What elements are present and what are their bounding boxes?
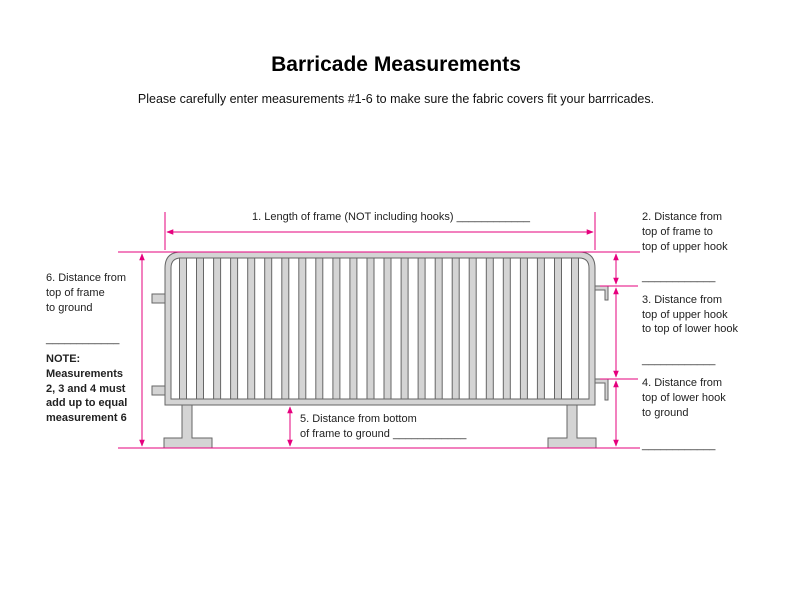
vertical-bar bbox=[179, 257, 187, 400]
svg-text:top of frame: top of frame bbox=[46, 287, 105, 299]
svg-text:to ground: to ground bbox=[46, 302, 92, 314]
svg-text:Measurements: Measurements bbox=[46, 368, 123, 380]
svg-text:measurement 6: measurement 6 bbox=[46, 412, 127, 424]
svg-text:top of frame to: top of frame to bbox=[642, 226, 713, 238]
vertical-bar bbox=[281, 257, 290, 400]
svg-text:2, 3 and 4 must: 2, 3 and 4 must bbox=[46, 383, 126, 395]
vertical-bar bbox=[400, 257, 409, 400]
svg-text:to top of lower hook: to top of lower hook bbox=[642, 323, 739, 335]
page-title: Barricade Measurements bbox=[271, 53, 521, 76]
left-foot bbox=[163, 404, 213, 449]
label-m3: 3. Distance from top of upper hook to to… bbox=[641, 294, 739, 366]
vertical-bar bbox=[519, 257, 528, 400]
vertical-bar bbox=[298, 257, 307, 400]
vertical-bar bbox=[434, 257, 443, 400]
svg-text:top of lower hook: top of lower hook bbox=[642, 392, 726, 404]
svg-text:4. Distance from: 4. Distance from bbox=[642, 377, 722, 389]
blank-m3[interactable]: ____________ bbox=[641, 354, 716, 366]
svg-text:top of upper hook: top of upper hook bbox=[642, 309, 728, 321]
note: NOTE: Measurements 2, 3 and 4 must add u… bbox=[46, 353, 127, 424]
vertical-bar bbox=[213, 257, 222, 400]
vertical-bar bbox=[417, 257, 426, 400]
frame bbox=[164, 251, 596, 406]
label-m1: 1. Length of frame (NOT including hooks)… bbox=[252, 211, 531, 223]
svg-text:3. Distance from: 3. Distance from bbox=[642, 294, 722, 306]
vertical-bar bbox=[554, 257, 562, 400]
vertical-bar bbox=[332, 257, 341, 400]
svg-text:to ground: to ground bbox=[642, 407, 688, 419]
vertical-bar bbox=[485, 257, 494, 400]
dimension-lines bbox=[118, 212, 640, 449]
svg-text:NOTE:: NOTE: bbox=[46, 353, 80, 365]
vertical-bar bbox=[468, 257, 477, 400]
blank-m4[interactable]: ____________ bbox=[641, 439, 716, 451]
vertical-bar bbox=[230, 257, 239, 400]
vertical-bar bbox=[536, 257, 545, 400]
svg-text:add up to equal: add up to equal bbox=[46, 397, 127, 409]
instructions: Please carefully enter measurements #1-6… bbox=[137, 92, 655, 106]
vertical-bar bbox=[383, 257, 392, 400]
vertical-bar bbox=[264, 257, 273, 400]
vertical-bar bbox=[571, 257, 579, 400]
label-m6: 6. Distance from top of frame to ground … bbox=[45, 272, 126, 345]
vertical-bars bbox=[179, 257, 579, 400]
vertical-bar bbox=[502, 257, 511, 400]
svg-text:5. Distance from bottom: 5. Distance from bottom bbox=[300, 413, 417, 425]
right-foot bbox=[547, 404, 597, 449]
svg-text:of frame to ground __________: of frame to ground ____________ bbox=[300, 428, 467, 440]
label-m2: 2. Distance from top of frame to top of … bbox=[641, 211, 728, 283]
vertical-bar bbox=[315, 257, 324, 400]
vertical-bar bbox=[349, 257, 358, 400]
svg-text:2. Distance from: 2. Distance from bbox=[642, 211, 722, 223]
vertical-bar bbox=[196, 257, 204, 400]
svg-text:top of upper hook: top of upper hook bbox=[642, 241, 728, 253]
vertical-bar bbox=[451, 257, 460, 400]
label-m4: 4. Distance from top of lower hook to gr… bbox=[641, 377, 726, 451]
label-m5: 5. Distance from bottom of frame to grou… bbox=[300, 413, 467, 440]
blank-m2[interactable]: ____________ bbox=[641, 271, 716, 283]
svg-text:6. Distance from: 6. Distance from bbox=[46, 272, 126, 284]
blank-m6[interactable]: ____________ bbox=[45, 333, 120, 345]
vertical-bar bbox=[247, 257, 256, 400]
vertical-bar bbox=[366, 257, 375, 400]
